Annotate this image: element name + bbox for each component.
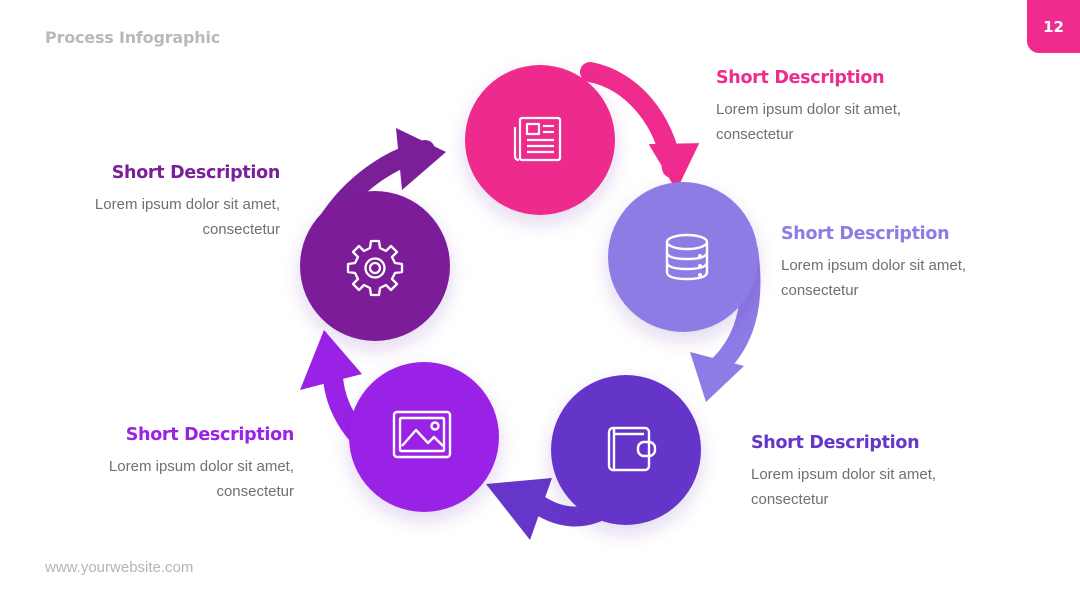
step-2-title: Short Description xyxy=(781,224,950,244)
step-4-title: Short Description xyxy=(125,425,295,445)
step-5-body: Lorem ipsum dolor sit amet, consectetur xyxy=(40,192,280,242)
image-icon xyxy=(392,410,452,459)
step-3-circle xyxy=(551,375,701,525)
step-2-body-line-2: consectetur xyxy=(781,282,859,299)
step-4-body-line-2: consectetur xyxy=(216,483,294,500)
step-5-title: Short Description xyxy=(111,163,281,183)
step-2-body-line-1: Lorem ipsum dolor sit amet, xyxy=(781,257,967,274)
step-1-body-line-1: Lorem ipsum dolor sit amet, xyxy=(716,101,902,118)
step-5-description: Short Description Lorem ipsum dolor sit … xyxy=(40,163,280,242)
step-5-circle xyxy=(300,191,450,341)
database-icon xyxy=(665,233,709,281)
step-3-description: Short Description Lorem ipsum dolor sit … xyxy=(751,433,991,512)
step-5-body-line-2: consectetur xyxy=(202,221,280,238)
step-4-body: Lorem ipsum dolor sit amet, consectetur xyxy=(54,454,294,504)
step-4-description: Short Description Lorem ipsum dolor sit … xyxy=(54,425,294,504)
arrow-step-1-to-2 xyxy=(580,62,700,191)
step-3-title: Short Description xyxy=(751,433,920,453)
step-2-body: Lorem ipsum dolor sit amet, consectetur xyxy=(781,253,1021,303)
step-1-body: Lorem ipsum dolor sit amet, consectetur xyxy=(716,97,956,147)
page-title: Process Infographic xyxy=(45,28,221,47)
step-4-body-line-1: Lorem ipsum dolor sit amet, xyxy=(108,458,294,475)
website-footer: www.yourwebsite.com xyxy=(45,559,194,576)
step-1-title: Short Description xyxy=(716,68,885,88)
step-1-body-line-2: consectetur xyxy=(716,126,794,143)
step-2-circle xyxy=(608,182,758,332)
step-3-body-line-1: Lorem ipsum dolor sit amet, xyxy=(751,466,937,483)
newspaper-icon xyxy=(513,116,562,162)
step-1-description: Short Description Lorem ipsum dolor sit … xyxy=(716,68,956,147)
step-5-body-line-1: Lorem ipsum dolor sit amet, xyxy=(94,196,280,213)
gear-icon xyxy=(346,239,404,297)
wallet-icon xyxy=(607,426,657,472)
step-2-description: Short Description Lorem ipsum dolor sit … xyxy=(781,224,1021,303)
page-number-badge: 12 xyxy=(1027,0,1080,53)
step-3-body: Lorem ipsum dolor sit amet, consectetur xyxy=(751,462,991,512)
step-3-body-line-2: consectetur xyxy=(751,491,829,508)
